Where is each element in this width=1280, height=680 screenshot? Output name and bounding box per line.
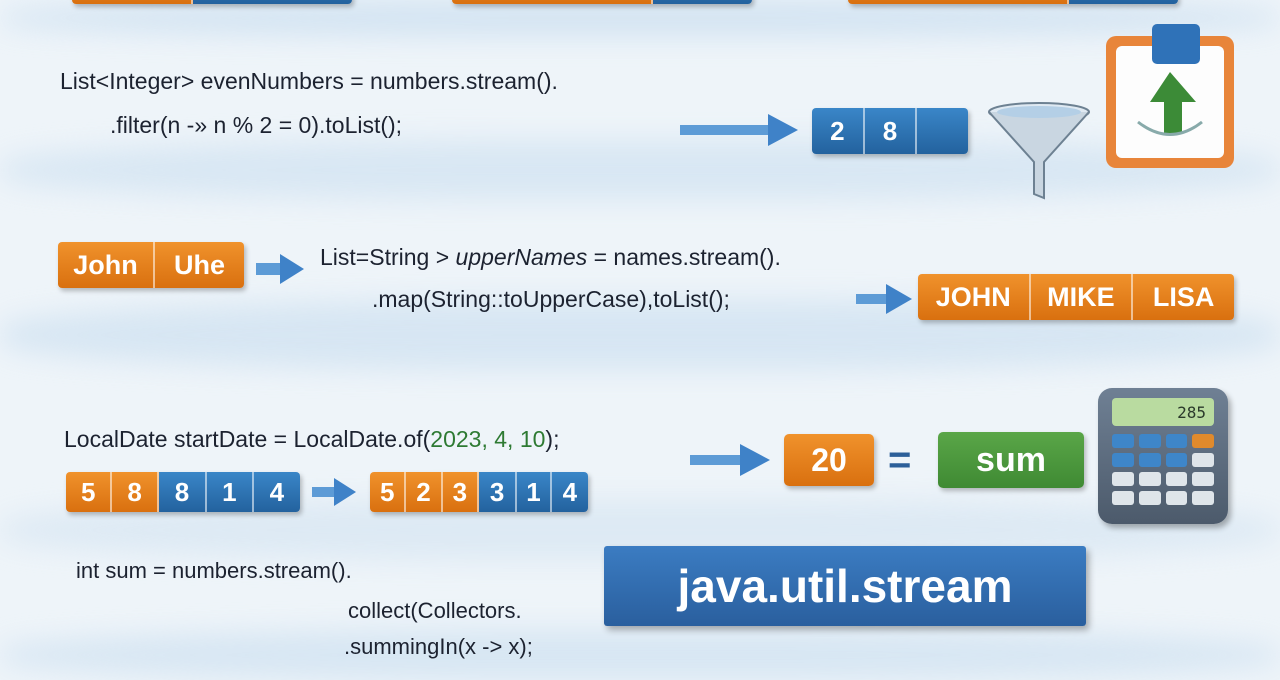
right-arrow-icon bbox=[312, 478, 356, 506]
number-cell: 1 bbox=[517, 472, 552, 512]
sum-code-line-2: collect(Collectors. bbox=[348, 598, 522, 623]
right-arrow-icon bbox=[690, 444, 770, 476]
result-cell bbox=[917, 108, 968, 154]
number-cell: 4 bbox=[253, 472, 300, 512]
calculator-display-value: 285 bbox=[1177, 402, 1206, 422]
number-cell: 5 bbox=[370, 472, 407, 512]
number-cell: 8 bbox=[158, 472, 208, 512]
right-arrow-icon bbox=[856, 284, 912, 314]
map-code-variable: upperNames bbox=[455, 244, 588, 270]
calculator-display: 285 bbox=[1112, 398, 1214, 426]
watercolor-wash bbox=[0, 140, 1280, 200]
result-cell: 2 bbox=[812, 108, 865, 154]
name-cell: Uhe bbox=[154, 242, 244, 288]
map-code-line-1: List=String > upperNames = names.stream(… bbox=[320, 244, 781, 271]
right-arrow-icon bbox=[256, 254, 304, 284]
package-banner-title: java.util.stream bbox=[677, 560, 1013, 612]
right-arrow-icon bbox=[680, 114, 798, 146]
number-cell: 5 bbox=[66, 472, 113, 512]
filter-code-line-2: .filter(n -» n % 2 = 0).toList(); bbox=[110, 112, 403, 138]
clipboard-export-icon bbox=[1106, 24, 1234, 168]
sum-label-box: sum bbox=[938, 432, 1084, 488]
result-cell: 8 bbox=[864, 108, 918, 154]
sum-code-line-3: .summingIn(x -> x); bbox=[344, 634, 533, 659]
top-strip-partial bbox=[72, 0, 352, 4]
date-code-prefix: LocalDate startDate = LocalDate.of( bbox=[64, 426, 431, 452]
watercolor-wash bbox=[0, 630, 1280, 680]
number-cell: 8 bbox=[112, 472, 159, 512]
names-input-strip: John Uhe bbox=[58, 242, 244, 288]
top-strip-partial bbox=[452, 0, 752, 4]
date-code-line: LocalDate startDate = LocalDate.of(2023,… bbox=[64, 426, 559, 453]
upper-name-cell: MIKE bbox=[1030, 274, 1134, 320]
result-value-box: 20 bbox=[784, 434, 874, 486]
calculator-keypad bbox=[1112, 434, 1214, 505]
map-code-suffix: = names.stream(). bbox=[587, 244, 781, 270]
funnel-icon bbox=[988, 102, 1090, 200]
name-cell: John bbox=[58, 242, 155, 288]
date-code-suffix: ); bbox=[545, 426, 560, 452]
upper-name-cell: JOHN bbox=[918, 274, 1031, 320]
number-cell: 3 bbox=[479, 472, 518, 512]
date-code-args: 2023, 4, 10 bbox=[430, 426, 546, 452]
upper-name-cell: LISA bbox=[1133, 274, 1234, 320]
map-code-prefix: List=String > bbox=[320, 244, 456, 270]
number-cell: 2 bbox=[406, 472, 443, 512]
map-code-line-2: .map(String::toUpperCase),toList(); bbox=[372, 286, 730, 312]
numbers-before-strip: 5 8 8 1 4 bbox=[66, 472, 300, 512]
number-cell: 1 bbox=[207, 472, 254, 512]
filter-result-strip: 2 8 bbox=[812, 108, 968, 154]
names-output-strip: JOHN MIKE LISA bbox=[918, 274, 1234, 320]
numbers-after-strip: 5 2 3 3 1 4 bbox=[370, 472, 588, 512]
number-cell: 4 bbox=[551, 472, 588, 512]
filter-code-line-1: List<Integer> evenNumbers = numbers.stre… bbox=[60, 68, 558, 94]
number-cell: 3 bbox=[442, 472, 480, 512]
sum-code-line-1: int sum = numbers.stream(). bbox=[76, 558, 352, 583]
equals-sign: = bbox=[888, 438, 912, 482]
calculator-icon: 285 bbox=[1098, 388, 1228, 524]
top-strip-partial bbox=[848, 0, 1178, 4]
watercolor-wash bbox=[0, 0, 1280, 36]
package-banner: java.util.stream bbox=[604, 546, 1086, 626]
